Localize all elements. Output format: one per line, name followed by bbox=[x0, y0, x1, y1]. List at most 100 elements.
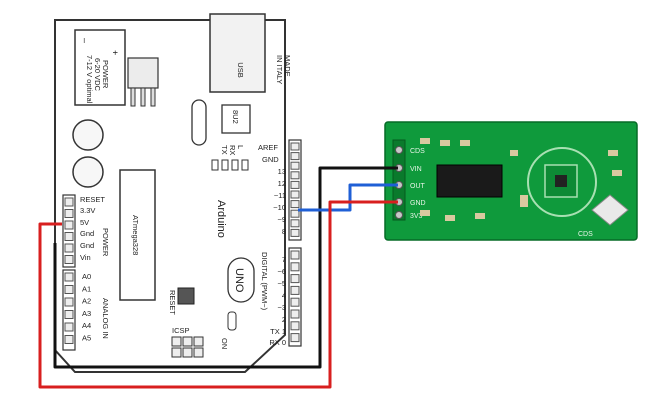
smd-component bbox=[475, 213, 485, 219]
antenna-transistor bbox=[555, 175, 567, 187]
analog-pin-label: A2 bbox=[82, 297, 91, 306]
regulator-leg bbox=[130, 87, 136, 107]
reset-button-label: RESET bbox=[168, 290, 177, 315]
digital-pin-label: 2 bbox=[282, 315, 286, 324]
uno-oval bbox=[227, 257, 255, 303]
pin-hole bbox=[290, 171, 300, 180]
pin-hole bbox=[64, 335, 74, 344]
pin-hole bbox=[290, 219, 300, 228]
l-led-label: L bbox=[236, 145, 245, 149]
analog-section-label: ANALOG IN bbox=[101, 298, 110, 339]
power-jack-minus: – bbox=[80, 38, 90, 43]
smd-component bbox=[510, 150, 518, 156]
pin-hole bbox=[290, 190, 300, 199]
rx-led-label: RX bbox=[228, 145, 237, 155]
digital-pin-label: 7 bbox=[282, 255, 286, 264]
analog-pin-label: A0 bbox=[82, 272, 91, 281]
power-pin-label: Gnd bbox=[80, 241, 94, 250]
left-pin-holes bbox=[64, 197, 74, 344]
icsp-pin bbox=[182, 336, 193, 347]
sensor-pin-holes bbox=[395, 146, 403, 219]
capacitor bbox=[72, 156, 104, 188]
analog-pin-label: A5 bbox=[82, 334, 91, 343]
pin-hole bbox=[64, 310, 74, 319]
pin-hole bbox=[64, 243, 74, 253]
digital-pin-label: 4 bbox=[282, 291, 286, 300]
wire-signal-blue bbox=[298, 183, 398, 212]
led bbox=[231, 159, 239, 171]
pin-hole bbox=[290, 142, 300, 151]
power-pin-label: 3.3V bbox=[80, 206, 95, 215]
pin-hole bbox=[290, 297, 300, 307]
power-jack-plus: + bbox=[110, 50, 120, 55]
icsp-pin bbox=[182, 347, 193, 358]
atmega-label: ATmega328 bbox=[131, 215, 140, 255]
chip-8u2 bbox=[221, 104, 251, 134]
cds-photoresistor bbox=[591, 194, 629, 226]
analog-pin-label: A3 bbox=[82, 309, 91, 318]
pin-hole bbox=[290, 161, 300, 170]
sensor-pin-label: 3V3 bbox=[410, 213, 423, 220]
pin-hole bbox=[290, 262, 300, 272]
pin-hole bbox=[290, 285, 300, 295]
usb-label: USB bbox=[236, 62, 245, 77]
power-pin-label: Vin bbox=[80, 253, 91, 262]
pin-hole bbox=[64, 285, 74, 294]
smd-component bbox=[420, 210, 430, 216]
smd-component bbox=[440, 140, 450, 146]
digital-pin-label: ~10 bbox=[273, 203, 286, 212]
aref-label: AREF bbox=[258, 143, 278, 152]
pin-hole bbox=[290, 274, 300, 284]
arduino-brand: Arduino bbox=[215, 200, 227, 238]
digital-pin-label: 8 bbox=[282, 227, 286, 236]
pin-hole bbox=[64, 297, 74, 307]
sensor-ic bbox=[436, 164, 503, 198]
smd-component bbox=[612, 170, 622, 176]
sensor-pin-label: GND bbox=[410, 200, 426, 207]
power-jack-optimal: 7-12 V optimal bbox=[85, 55, 94, 104]
digital-pin-holes bbox=[290, 142, 300, 343]
digital-section-label: DIGITAL (PWM~) bbox=[260, 252, 269, 311]
digital-pin-label: ~6 bbox=[277, 267, 286, 276]
pin-hole bbox=[290, 228, 300, 237]
pin-hole bbox=[64, 272, 74, 282]
icsp-pin bbox=[171, 347, 182, 358]
pin-hole bbox=[290, 152, 300, 161]
power-pin-label: 5V bbox=[80, 218, 89, 227]
smd-component bbox=[420, 138, 430, 144]
digital-pin-label: 13 bbox=[278, 167, 286, 176]
icsp-header bbox=[171, 336, 204, 358]
usb-port bbox=[209, 13, 266, 93]
wire-gnd-black bbox=[53, 166, 398, 369]
smd-component bbox=[460, 140, 470, 146]
smd-component bbox=[445, 215, 455, 221]
voltage-regulator bbox=[127, 57, 159, 89]
made-in-label: MADE bbox=[283, 55, 292, 77]
digital-pin-label: ~5 bbox=[277, 279, 286, 288]
digital-pin-label: TX 1 bbox=[270, 327, 286, 336]
gnd-top-label: GND bbox=[262, 155, 279, 164]
pin-hole bbox=[290, 321, 300, 331]
pin-hole bbox=[290, 333, 300, 343]
sensor-pin-label: VIN bbox=[410, 166, 422, 173]
pin-hole bbox=[290, 180, 300, 189]
icsp-pin bbox=[193, 347, 204, 358]
atmega-chip bbox=[119, 169, 156, 301]
pin-hole bbox=[290, 250, 300, 260]
reset-button[interactable] bbox=[177, 287, 195, 305]
uno-label: UNO bbox=[233, 268, 245, 293]
digital-pin-label: ~9 bbox=[277, 215, 286, 224]
sensor-pin-label: CDS bbox=[410, 148, 425, 155]
pin-hole bbox=[64, 209, 74, 218]
on-led bbox=[227, 311, 237, 331]
led bbox=[221, 159, 229, 171]
smd-component bbox=[520, 195, 528, 207]
icsp-label: ICSP bbox=[172, 326, 190, 335]
pin-hole bbox=[64, 232, 74, 241]
power-jack-range: 6-20 VDC bbox=[93, 58, 102, 92]
